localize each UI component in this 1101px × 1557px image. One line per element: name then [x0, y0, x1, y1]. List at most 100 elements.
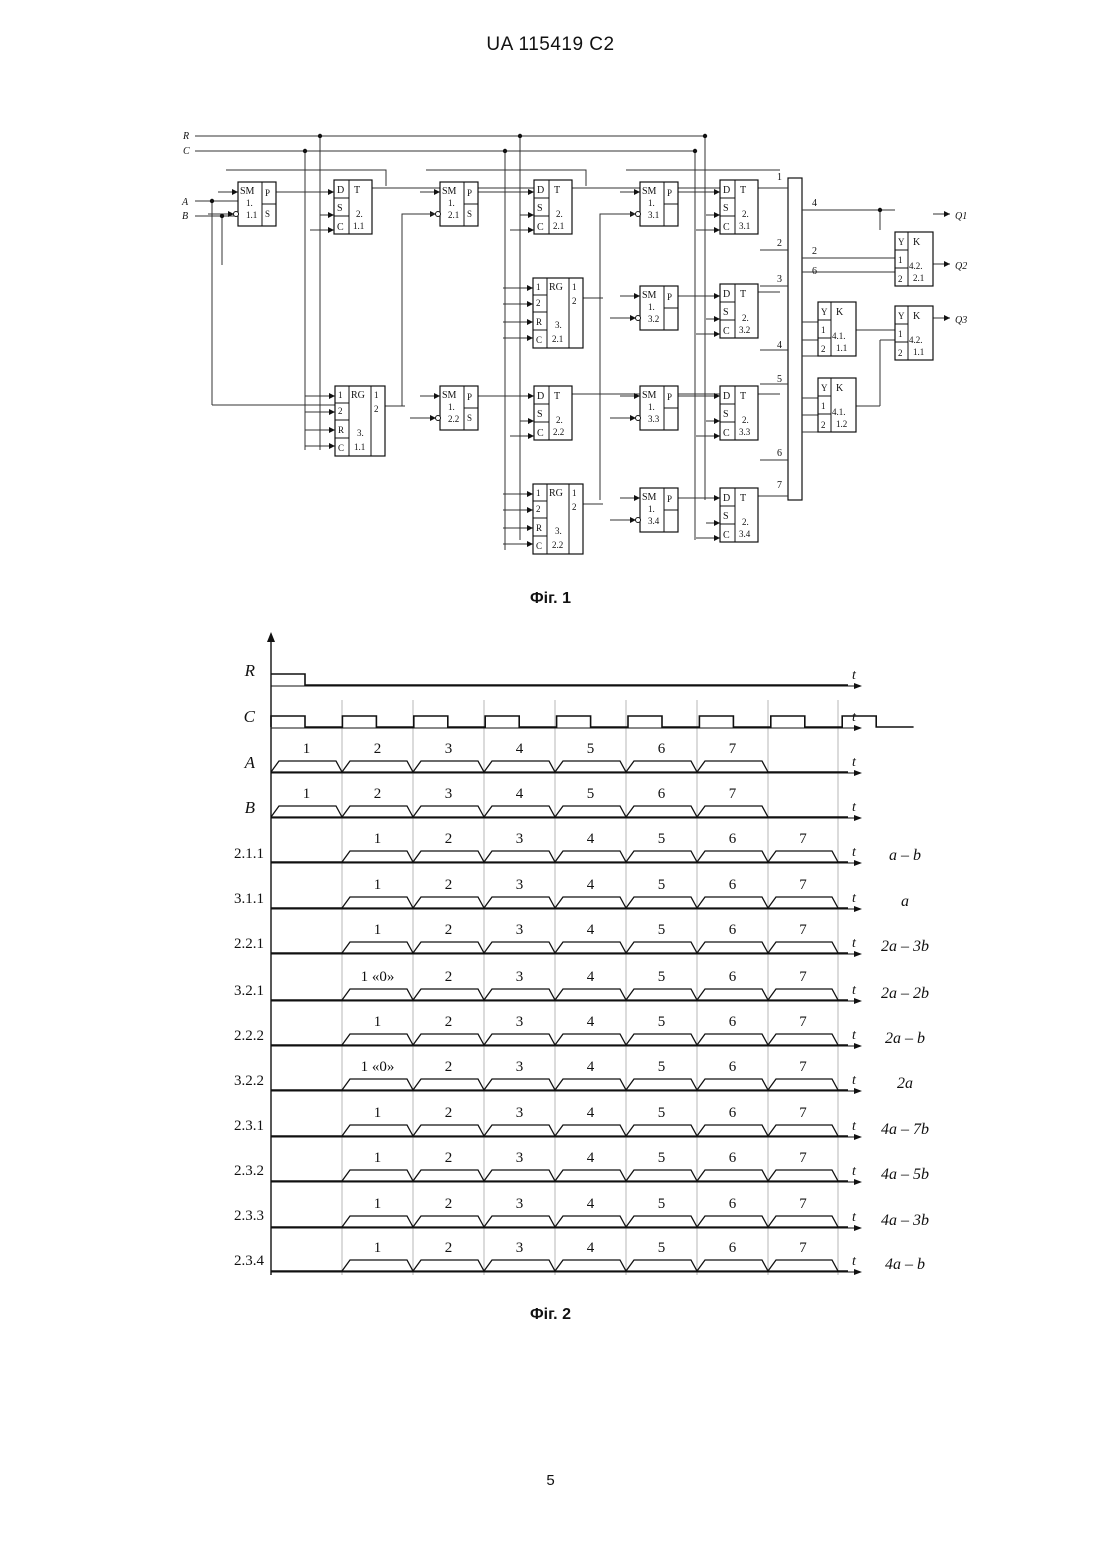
arrow-head [434, 393, 440, 399]
bus-segment [626, 1216, 697, 1227]
timing-row-C: Ct [244, 707, 914, 731]
bus-segment [484, 1216, 555, 1227]
junction-dot [210, 199, 214, 203]
timing-row-2-3-2: 2.3.2t4a – 5b1234567 [234, 1150, 929, 1185]
axis-arrow [267, 632, 275, 642]
time-axis-arrow [854, 683, 862, 689]
t-input-d: D [537, 185, 544, 196]
k-input-1: 1 [898, 329, 903, 339]
rg-block-rg-1-1: 12RCRG123.1.1 [335, 386, 385, 456]
k-input-y: Y [821, 307, 828, 317]
period-label: 6 [729, 1150, 737, 1166]
row-label: 3.2.2 [234, 1073, 264, 1089]
k-label: 2.1 [913, 273, 924, 283]
row-label: 3.2.1 [234, 983, 264, 999]
timing-row-2-3-4: 2.3.4t4a – b1234567 [234, 1240, 925, 1275]
bus-segment [768, 897, 838, 908]
k-input-2: 2 [821, 344, 826, 354]
timing-row-R: Rt [244, 661, 862, 689]
arrow-head [329, 443, 335, 449]
t-title: T [740, 289, 746, 300]
k-title: K [836, 307, 844, 318]
rg-input-2: 2 [338, 406, 343, 416]
sm-number: 2.2 [448, 414, 459, 424]
bus-segment [342, 1170, 413, 1181]
t-block-t-2-2: DSCT2.2.2 [534, 386, 572, 440]
timing-row-2-3-3: 2.3.3t4a – 3b1234567 [234, 1196, 929, 1231]
arrow-head [527, 335, 533, 341]
bus-segment [413, 989, 484, 1000]
sm-sub: 1. [246, 198, 253, 208]
rg-input-c: C [536, 541, 542, 551]
rg-block-rg-2-2: 12RCRG123.2.2 [533, 484, 583, 554]
t-label: 2. [742, 313, 749, 323]
k-label: 1.2 [836, 419, 847, 429]
period-label: 3 [516, 1014, 524, 1030]
timing-row-2-3-1: 2.3.1t4a – 7b1234567 [234, 1105, 929, 1140]
t-block-t-2-1: DSCT2.2.1 [534, 180, 572, 234]
bus-segment [342, 851, 413, 862]
arrow-head [634, 189, 640, 195]
bus-segment [271, 806, 342, 817]
row-label: 2.1.1 [234, 846, 264, 862]
t-input-s: S [723, 203, 729, 214]
period-label: 5 [658, 1014, 666, 1030]
bus-segment [413, 1216, 484, 1227]
rg-label: 2.2 [552, 540, 563, 550]
row-formula: a [901, 893, 909, 910]
row-label: 2.3.4 [234, 1253, 265, 1269]
output-label-q2: Q2 [955, 261, 967, 272]
rg-output-2: 2 [572, 502, 577, 512]
row-label: A [244, 753, 256, 772]
input-label-c: C [183, 146, 190, 157]
time-symbol: t [852, 710, 857, 725]
t-label: 2. [356, 209, 363, 219]
period-label: 3 [445, 786, 453, 802]
time-axis-arrow [854, 770, 862, 776]
rg-input-1: 1 [338, 390, 343, 400]
arrow-head [528, 189, 534, 195]
period-label: 5 [658, 1240, 666, 1256]
period-label: 6 [729, 1059, 737, 1075]
sm-block-sm-3-4: SM1.3.4P [636, 488, 679, 532]
k-title: K [913, 237, 921, 248]
time-symbol: t [852, 668, 857, 683]
time-axis-arrow [854, 815, 862, 821]
t-input-s: S [723, 409, 729, 420]
period-label: 3 [516, 1240, 524, 1256]
invert-bubble [234, 212, 239, 217]
bus-segment [413, 1125, 484, 1136]
arrow-head [328, 189, 334, 195]
arrow-head [714, 535, 720, 541]
period-label: 6 [729, 1240, 737, 1256]
bus-segment [768, 1260, 838, 1271]
junction-dot [878, 208, 882, 212]
figure-1-caption: Фіг. 1 [0, 590, 1101, 608]
rg-label: 3. [357, 428, 364, 438]
row-formula: 2a [897, 1075, 913, 1092]
figure-2-caption: Фіг. 2 [0, 1306, 1101, 1324]
k-input-1: 1 [821, 325, 826, 335]
arrow-head [714, 316, 720, 322]
time-symbol: t [852, 1164, 857, 1179]
bus-segment [342, 1216, 413, 1227]
rg-input-r: R [338, 425, 344, 435]
sm-number: 3.1 [648, 210, 659, 220]
bus-segment [555, 942, 626, 953]
t-label: 1.1 [353, 221, 364, 231]
bus-segment [555, 1170, 626, 1181]
bus-segment [697, 1216, 768, 1227]
bus-segment [484, 897, 555, 908]
bus-segment [484, 989, 555, 1000]
t-label: 2.1 [553, 221, 564, 231]
time-axis-arrow [854, 1134, 862, 1140]
time-symbol: t [852, 891, 857, 906]
t-input-s: S [723, 307, 729, 318]
bus-segment [555, 989, 626, 1000]
bus-segment [413, 761, 484, 772]
k-label: 4.2. [909, 261, 923, 271]
bus-label-3: 3 [777, 274, 782, 285]
output-label-q1: Q1 [955, 211, 967, 222]
time-axis-arrow [854, 951, 862, 957]
time-axis-arrow [854, 906, 862, 912]
